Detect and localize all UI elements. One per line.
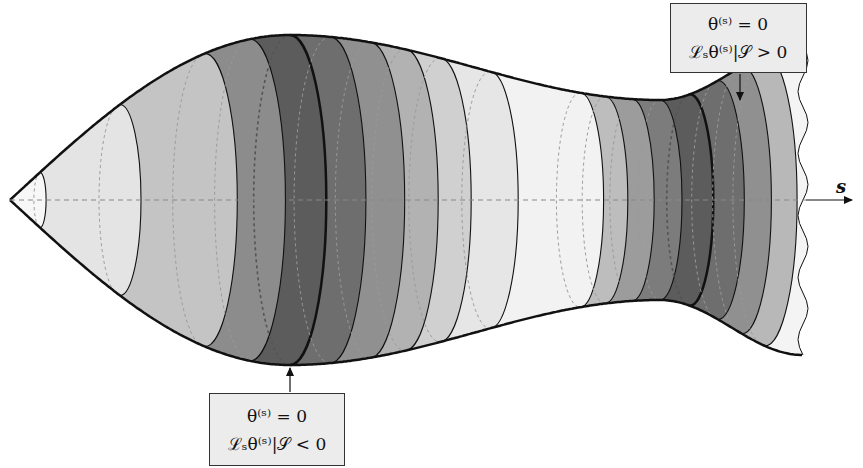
surface-band [0,0,604,468]
leader-arrow [289,368,290,392]
formula-text: θ⁽ˢ⁾ = 0 [220,402,334,430]
surface-band [0,0,744,468]
surface-band [0,0,628,468]
formula-text: θ⁽ˢ⁾ = 0 [681,10,796,38]
callout-box: θ⁽ˢ⁾ = 0ℒₛθ⁽ˢ⁾|𝒮 < 0 [209,393,345,466]
surface-band [0,0,713,468]
hidden-slice [713,66,742,334]
axis-label: s [836,176,846,197]
surface-band [0,0,654,468]
formula-text: ℒₛθ⁽ˢ⁾|𝒮 > 0 [681,38,796,66]
surface-band [0,0,141,468]
slice-curve [490,72,518,329]
surface-band [0,0,46,468]
surface-outline [10,200,802,365]
slice-curve [580,93,604,307]
surface-band [0,0,682,468]
surface-band [0,0,366,468]
axis-line [10,200,806,201]
formula-text: ℒₛθ⁽ˢ⁾|𝒮 < 0 [220,430,334,458]
callout-box: θ⁽ˢ⁾ = 0ℒₛθ⁽ˢ⁾|𝒮 > 0 [670,3,807,73]
slice-curve [690,94,713,306]
surface-band [0,0,237,468]
hidden-slice [462,72,490,329]
surface-band [0,0,438,468]
surface-band [0,0,471,468]
axis-arrow [806,199,852,200]
hidden-slice [582,97,605,304]
surface-band [0,0,518,468]
surface-band [0,0,405,468]
surface-band [0,0,771,468]
leader-arrow [739,74,740,100]
